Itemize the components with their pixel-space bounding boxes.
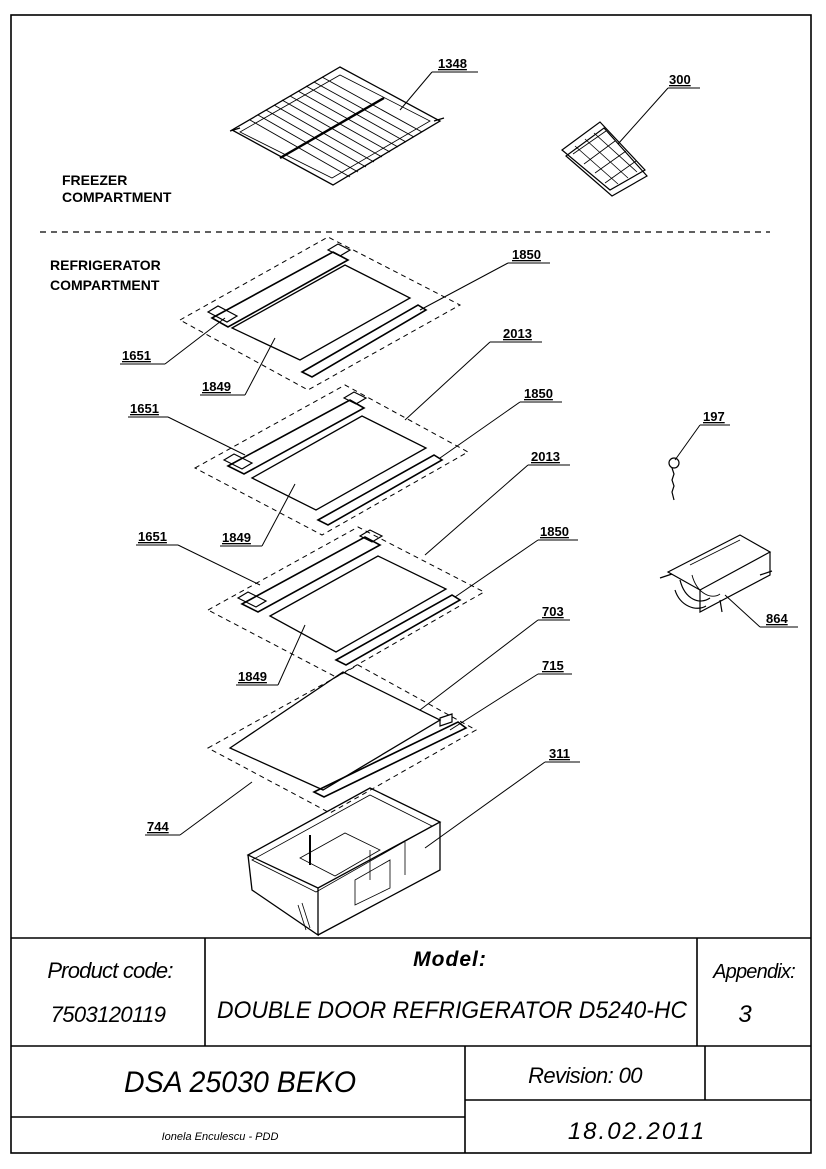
freezer-label-line2: COMPARTMENT [62, 189, 172, 205]
callout-1849-b: 1849 [222, 530, 251, 545]
sheet-border [10, 14, 812, 1154]
callout-1651-a: 1651 [122, 348, 151, 363]
model-value: DOUBLE DOOR REFRIGERATOR D5240-HC [217, 997, 688, 1024]
callout-1850-c: 1850 [540, 524, 569, 539]
callout-703: 703 [542, 604, 564, 619]
release-date: 18.02.2011 [568, 1118, 706, 1145]
model-label: Model: [413, 948, 487, 971]
callout-2013-a: 2013 [503, 326, 532, 341]
callout-1849-a: 1849 [202, 379, 231, 394]
author: Ionela Enculescu - PDD [162, 1131, 279, 1143]
crisper-cover-assembly [206, 664, 478, 814]
callout-2013-b: 2013 [531, 449, 560, 464]
part-864-holder [659, 534, 773, 613]
callout-1850-b: 1850 [524, 386, 553, 401]
callout-300: 300 [669, 72, 691, 87]
part-197-clip [668, 457, 680, 501]
glass-shelf-assembly-2 [193, 384, 470, 536]
callout-1850-a: 1850 [512, 247, 541, 262]
callout-311: 311 [549, 746, 570, 761]
appendix-label: Appendix: [712, 961, 795, 983]
freezer-wire-shelf [229, 66, 445, 186]
document-code: DSA 25030 BEKO [124, 1066, 356, 1099]
callout-1651-b: 1651 [130, 401, 159, 416]
ice-tray [561, 121, 648, 197]
leader-lines [120, 71, 798, 849]
callout-715: 715 [542, 658, 564, 673]
glass-shelf-assembly-1 [178, 236, 462, 391]
product-code-value: 7503120119 [51, 1002, 166, 1027]
revision: Revision: 00 [528, 1063, 643, 1088]
callout-197: 197 [703, 409, 725, 424]
callout-1348: 1348 [438, 56, 467, 71]
refrigerator-label-line1: REFRIGERATOR [50, 257, 161, 273]
callout-1849-c: 1849 [238, 669, 267, 684]
callout-744: 744 [147, 819, 169, 834]
refrigerator-label-line2: COMPARTMENT [50, 277, 160, 293]
freezer-label-line1: FREEZER [62, 172, 127, 188]
title-block [11, 937, 811, 1153]
crisper-drawer [246, 787, 442, 937]
callout-1651-c: 1651 [138, 529, 167, 544]
callout-864: 864 [766, 611, 788, 626]
appendix-value: 3 [738, 1001, 752, 1028]
product-code-label: Product code: [47, 958, 173, 983]
glass-shelf-assembly-3 [206, 526, 486, 678]
